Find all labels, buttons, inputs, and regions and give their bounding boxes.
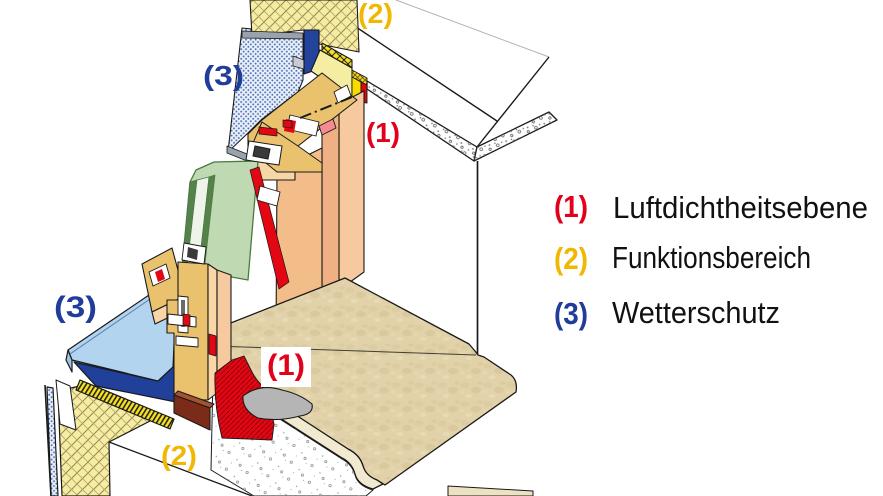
svg-text:(2): (2) (358, 0, 393, 29)
svg-text:(2): (2) (161, 440, 197, 471)
svg-text:(3): (3) (203, 60, 244, 91)
svg-text:(1): (1) (554, 189, 588, 224)
svg-text:(3): (3) (554, 296, 588, 331)
svg-text:Funktionsbereich: Funktionsbereich (612, 240, 811, 275)
svg-text:(1): (1) (267, 349, 305, 382)
svg-text:(3): (3) (54, 291, 97, 324)
svg-text:(2): (2) (554, 241, 588, 276)
svg-text:Wetterschutz: Wetterschutz (612, 295, 780, 330)
svg-text:Luftdichtheitsebene: Luftdichtheitsebene (613, 190, 868, 225)
svg-text:(1): (1) (366, 117, 400, 148)
